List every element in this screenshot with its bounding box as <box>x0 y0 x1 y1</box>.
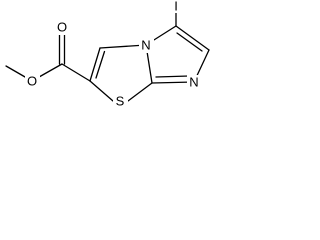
bond-c5-c6 <box>175 25 210 51</box>
bond-n7-c7a-inner <box>155 75 190 78</box>
atom-sulfur-label: S <box>116 94 125 109</box>
bond-c5-c6-inner <box>176 32 203 52</box>
atom-bridge-nitrogen-label: N <box>141 38 150 53</box>
mask-bridge-nitrogen <box>139 38 154 53</box>
bond-c3-n4 <box>99 44 147 49</box>
atom-iodine-label: I <box>174 0 178 14</box>
bond-carbonyl-ring <box>61 63 91 82</box>
mask-carbonyl-oxygen <box>54 20 70 35</box>
mask-ester-oxygen <box>25 74 40 89</box>
atom-ester-oxygen-label: O <box>27 74 37 89</box>
bond-c2-c3-inner <box>95 50 106 79</box>
bond-c2-c3 <box>89 47 101 82</box>
atom-carbonyl-oxygen-label: O <box>57 20 67 35</box>
chemical-structure: I O O N S N <box>5 0 210 109</box>
atom-imine-nitrogen-label: N <box>189 75 198 90</box>
bond-c7a-s1 <box>127 82 153 102</box>
mask-sulfur <box>113 94 128 109</box>
mask-iodine <box>171 0 181 13</box>
mask-imine-nitrogen <box>187 75 202 90</box>
bond-s1-c2 <box>89 80 114 102</box>
